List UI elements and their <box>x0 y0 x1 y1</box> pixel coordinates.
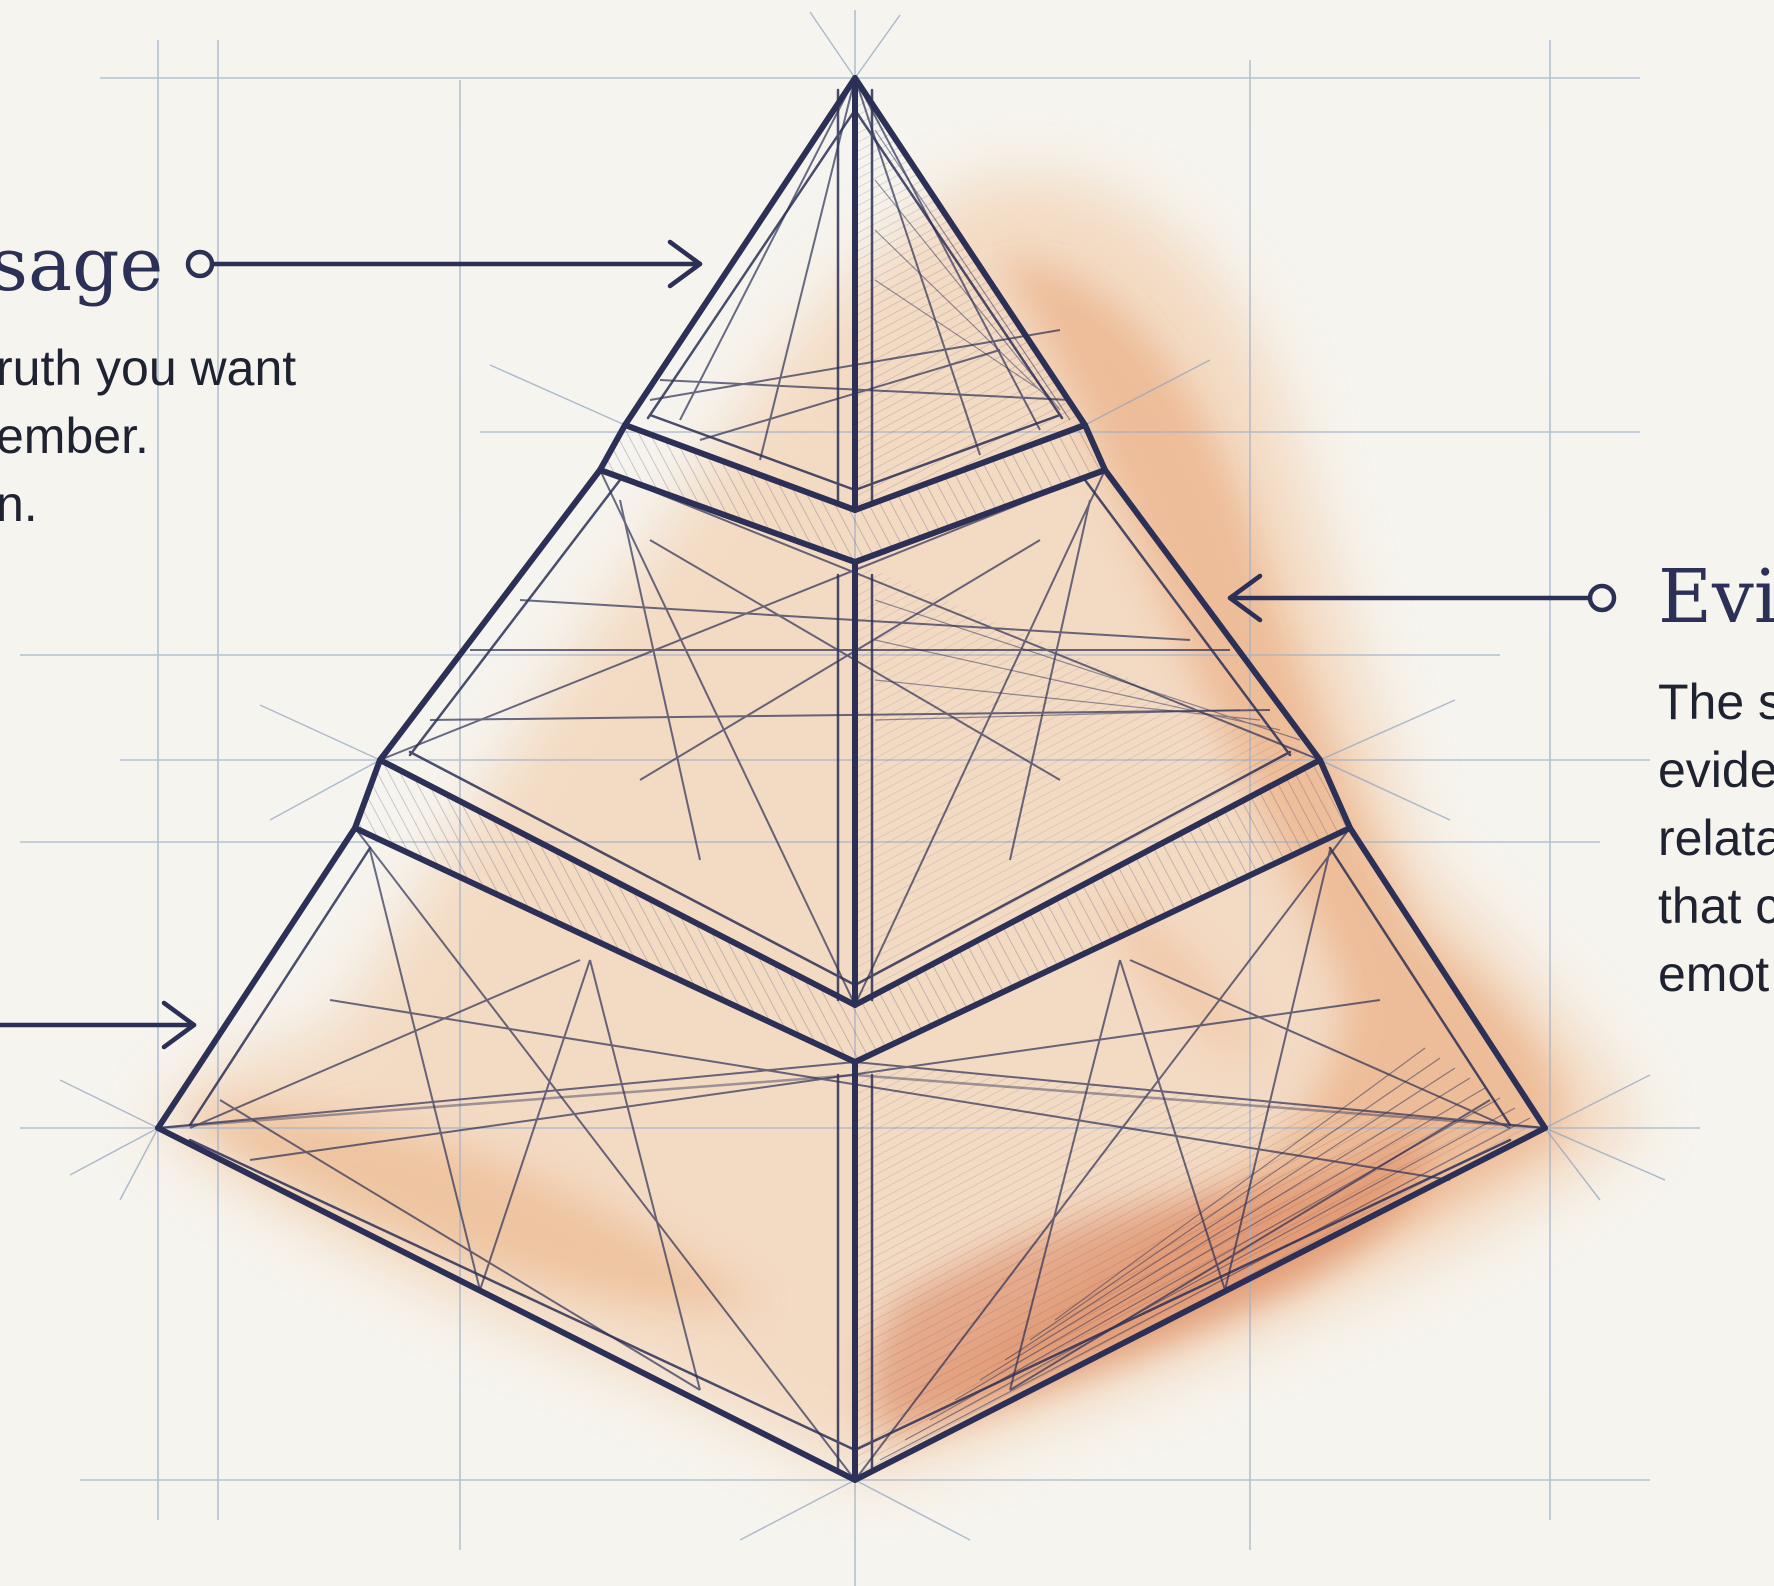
callout-right-line-4: that c <box>1658 872 1774 940</box>
callout-top-title: sage <box>0 228 163 302</box>
callout-leader-bottom-left <box>0 1003 194 1047</box>
callout-right-body: The s evide relata that c emot <box>1658 668 1774 1008</box>
callout-right-title: Evic <box>1658 560 1774 634</box>
callout-top-body: ruth you want ember. n. <box>0 334 296 538</box>
callout-leader-top <box>188 242 700 286</box>
callout-dot-top-icon <box>188 252 212 276</box>
callout-right-line-5: emot <box>1658 940 1774 1008</box>
callout-top-line-1: ruth you want <box>0 334 296 402</box>
callout-right-line-3: relata <box>1658 804 1774 872</box>
callout-right-line-2: evide <box>1658 736 1774 804</box>
callout-top-line-2: ember. <box>0 402 296 470</box>
callout-dot-right-icon <box>1590 586 1614 610</box>
callout-right-line-1: The s <box>1658 668 1774 736</box>
callout-top-line-3: n. <box>0 470 296 538</box>
